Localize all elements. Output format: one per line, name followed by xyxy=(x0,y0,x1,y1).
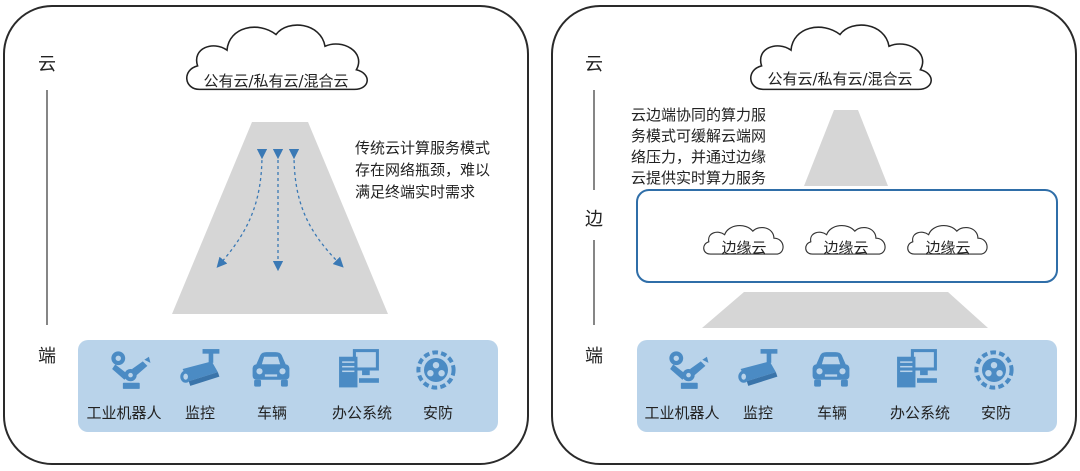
device-surveillance: 监控 xyxy=(738,349,778,422)
upper-funnel xyxy=(804,110,888,186)
device-label: 办公系统 xyxy=(332,404,392,422)
note-line: 络压力，并通过边缘 xyxy=(631,148,766,166)
device-security: 安防 xyxy=(974,350,1014,422)
edge-cloud: 边缘云 xyxy=(805,224,886,257)
public-private-hybrid-cloud: 公有云/私有云/混合云 xyxy=(749,24,932,91)
cloud-label: 公有云/私有云/混合云 xyxy=(203,72,348,90)
note-line: 云边端协同的算力服 xyxy=(631,106,766,124)
tier-label-end: 端 xyxy=(38,346,56,367)
note-line: 满足终端实时需求 xyxy=(355,183,475,201)
note-line: 传统云计算服务模式 xyxy=(355,139,490,157)
traditional-cloud-note: 传统云计算服务模式 存在网络瓶颈，难以 满足终端实时需求 xyxy=(355,139,490,201)
tier-label-edge: 边 xyxy=(585,209,603,230)
device-vehicle: 车辆 xyxy=(812,352,850,422)
collaborative-cloud-note: 云边端协同的算力服 务模式可缓解云端网 络压力，并通过边缘 云提供实时算力服务 xyxy=(631,106,766,187)
device-office-system: 办公系统 xyxy=(890,349,950,422)
device-label: 工业机器人 xyxy=(644,404,719,422)
device-vehicle: 车辆 xyxy=(252,352,290,422)
public-private-hybrid-cloud: 公有云/私有云/混合云 xyxy=(185,24,368,91)
note-line: 务模式可缓解云端网 xyxy=(631,127,766,145)
device-label: 车辆 xyxy=(817,404,847,422)
cloud-label: 公有云/私有云/混合云 xyxy=(767,70,912,88)
edge-cloud: 边缘云 xyxy=(907,224,988,257)
tier-label-cloud: 云 xyxy=(38,54,56,75)
device-industrial-robot: 工业机器人 xyxy=(86,351,162,422)
note-line: 存在网络瓶颈，难以 xyxy=(355,161,490,179)
device-label: 工业机器人 xyxy=(86,404,161,422)
right-panel: 云 边 端 公有云/私有云/混合云 云边端协同的算力服 务模式可缓解云端网 络压… xyxy=(551,5,1077,465)
edge-cloud-label: 边缘云 xyxy=(823,239,868,257)
device-industrial-robot: 工业机器人 xyxy=(644,351,720,422)
lower-funnel xyxy=(702,292,988,328)
device-label: 监控 xyxy=(185,404,215,422)
tier-label-cloud: 云 xyxy=(585,54,603,75)
note-line: 云提供实时算力服务 xyxy=(631,169,766,187)
edge-cloud-label: 边缘云 xyxy=(925,239,970,257)
device-label: 安防 xyxy=(423,404,453,422)
device-label: 安防 xyxy=(981,404,1011,422)
device-surveillance: 监控 xyxy=(180,349,220,422)
edge-cloud-label: 边缘云 xyxy=(721,239,766,257)
device-office-system: 办公系统 xyxy=(332,349,392,422)
left-panel: 云 端 公有云/私有云/混合云 传统云计算服务模式 存在网络瓶颈，难以 满足终端… xyxy=(3,5,529,465)
device-label: 监控 xyxy=(743,404,773,422)
device-label: 车辆 xyxy=(257,404,287,422)
device-label: 办公系统 xyxy=(890,404,950,422)
tier-label-end: 端 xyxy=(585,346,603,367)
device-security: 安防 xyxy=(416,350,456,422)
device-bar xyxy=(78,340,498,432)
edge-cloud: 边缘云 xyxy=(703,224,784,257)
data-flow-arrows xyxy=(216,148,344,272)
